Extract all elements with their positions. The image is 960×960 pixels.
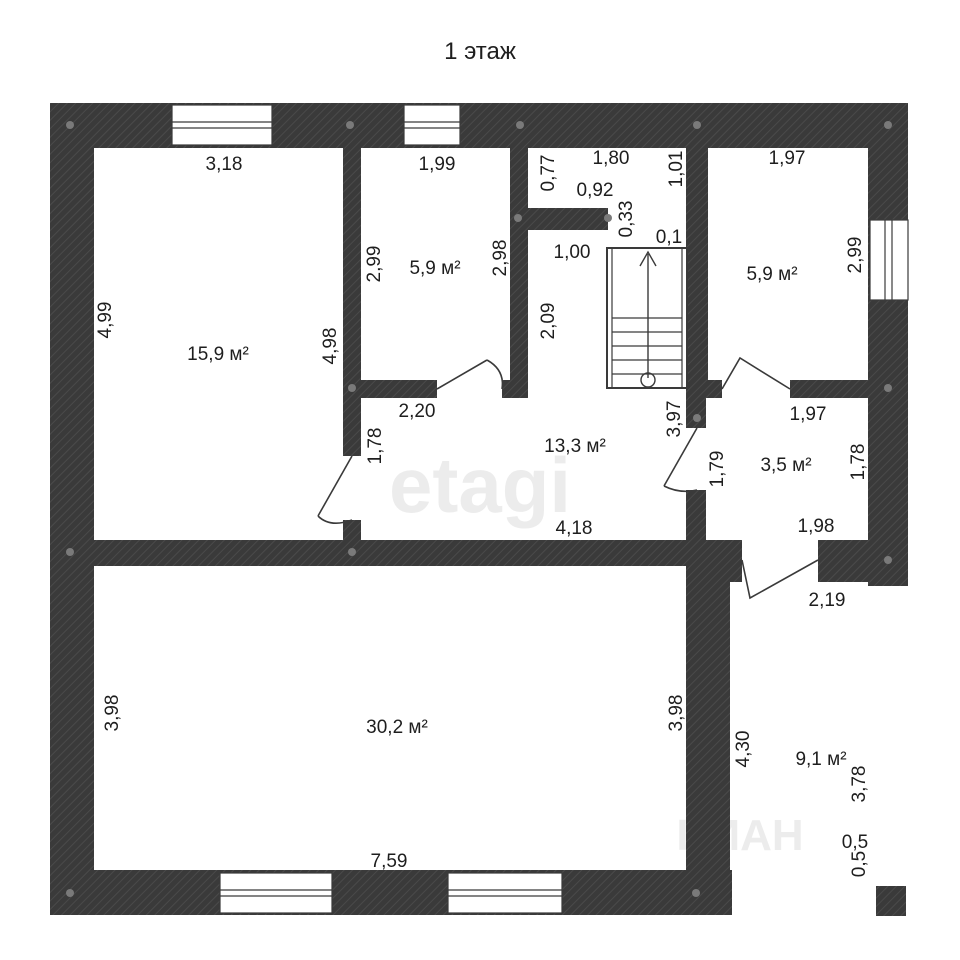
dim-299b: 2,99: [845, 237, 866, 274]
wall-room2-right: [510, 148, 528, 398]
wall-big-room-right: [686, 540, 730, 915]
dim-033: 0,33: [616, 201, 637, 238]
wall-room2-bottom: [361, 380, 437, 398]
window-bottom-2: [447, 872, 563, 914]
staircase: [606, 247, 688, 389]
dim-05b: 0,5: [849, 851, 870, 877]
dim-299a: 2,99: [364, 246, 385, 283]
wall-stair-stub: [528, 208, 608, 230]
dim-178b: 1,78: [848, 444, 869, 481]
dim-318: 3,18: [206, 154, 243, 175]
dim-100: 1,00: [554, 242, 591, 263]
area-room-left-top: 15,9 м²: [187, 344, 249, 365]
dim-398b: 3,98: [666, 695, 687, 732]
dim-178a: 1,78: [365, 428, 386, 465]
dim-197a: 1,97: [769, 148, 806, 169]
wall-room3-left: [686, 148, 708, 398]
dim-759: 7,59: [371, 851, 408, 872]
dim-298: 2,98: [490, 240, 511, 277]
wall-room3-bottom: [790, 380, 868, 398]
area-room-right-small: 3,5 м²: [760, 455, 811, 476]
dim-498: 4,98: [320, 328, 341, 365]
area-hall: 13,3 м²: [544, 436, 606, 457]
dim-220: 2,20: [399, 401, 436, 422]
dim-180: 1,80: [593, 148, 630, 169]
area-room-big: 30,2 м²: [366, 717, 428, 738]
floor-title: 1 этаж: [444, 38, 516, 65]
dim-197b: 1,97: [790, 404, 827, 425]
door-entrance: [741, 559, 819, 600]
dim-101: 1,01: [666, 151, 687, 188]
door-room1: [317, 455, 353, 517]
watermark-etagi: etagi: [389, 441, 571, 529]
dim-397: 3,97: [664, 401, 685, 438]
dim-077: 0,77: [538, 155, 559, 192]
walls: [50, 103, 908, 916]
wall-left: [50, 103, 94, 915]
dimension-labels: 3,18 1,99 1,80 0,92 1,97 0,1 1,00 2,20 1…: [95, 148, 870, 877]
dim-219: 2,19: [809, 590, 846, 611]
window-bottom-1: [219, 872, 333, 914]
wall-middle-horizontal: [94, 540, 742, 566]
area-room-right-bottom: 9,1 м²: [795, 749, 846, 770]
wall-bottom: [50, 870, 732, 915]
dim-430: 4,30: [733, 731, 754, 768]
dim-418: 4,18: [556, 518, 593, 539]
dim-209: 2,09: [538, 303, 559, 340]
dim-179: 1,79: [707, 451, 728, 488]
area-labels: 15,9 м² 5,9 м² 5,9 м² 13,3 м² 3,5 м² 30,…: [187, 258, 846, 770]
column-post: [876, 886, 906, 916]
dim-092: 0,92: [577, 180, 614, 201]
window-top-2: [403, 104, 461, 146]
area-room-small-2: 5,9 м²: [746, 264, 797, 285]
dim-199: 1,99: [419, 154, 456, 175]
dim-499: 4,99: [95, 302, 116, 339]
structure-dots: [66, 121, 892, 897]
wall-room1-right: [343, 148, 361, 456]
dim-05a: 0,5: [842, 832, 868, 853]
dim-378: 3,78: [849, 766, 870, 803]
window-right: [869, 219, 909, 301]
door-room2: [436, 359, 488, 390]
windows: [171, 104, 909, 914]
dim-01: 0,1: [656, 227, 682, 248]
dim-398a: 3,98: [102, 695, 123, 732]
door-small: [663, 427, 698, 487]
area-room-small-1: 5,9 м²: [409, 258, 460, 279]
dim-198: 1,98: [798, 516, 835, 537]
wall-right: [868, 103, 908, 586]
doors: [317, 356, 819, 600]
door-room3: [721, 356, 791, 390]
window-top-1: [171, 104, 273, 146]
